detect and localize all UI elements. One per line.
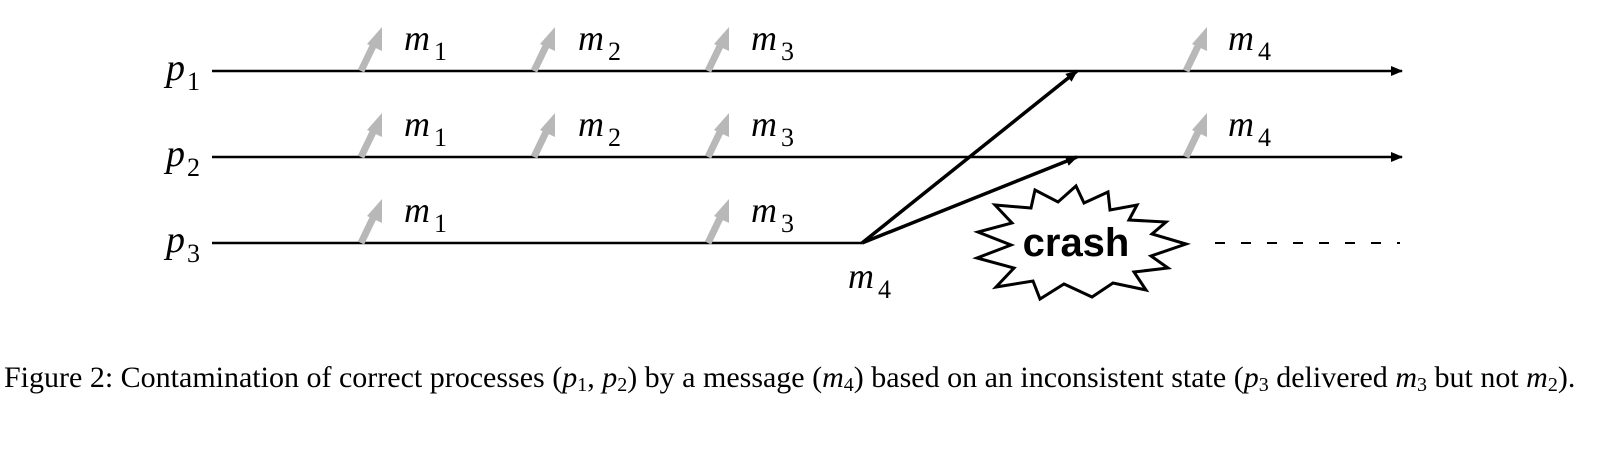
delivery-arrow-icon <box>1182 27 1207 73</box>
delivery-arrow-icon <box>530 27 555 73</box>
delivery-arrows-p2 <box>357 113 1207 159</box>
delivery-arrow-icon <box>357 27 382 73</box>
delivery-arrow-icon <box>704 27 729 73</box>
send-arrow-to-p1 <box>860 69 1079 245</box>
figure-caption: Figure 2: Contamination of correct proce… <box>4 361 1576 396</box>
process-label-p3: p3 <box>163 219 200 268</box>
delivery-arrow-icon <box>530 113 555 159</box>
delivery-arrow-icon <box>1182 113 1207 159</box>
delivery-arrows-p1 <box>357 27 1207 73</box>
process-label-p1: p1 <box>163 47 200 96</box>
crash-label: crash <box>1023 221 1130 265</box>
crash-burst-icon <box>972 183 1191 302</box>
delivery-arrow-icon <box>357 199 382 245</box>
delivery-arrow-icon <box>704 199 729 245</box>
delivery-arrow-icon <box>357 113 382 159</box>
process-label-p2: p2 <box>163 133 200 182</box>
send-arrow-to-p2 <box>861 155 1078 245</box>
delivery-arrow-icon <box>704 113 729 159</box>
delivery-arrows-p3 <box>357 199 729 245</box>
